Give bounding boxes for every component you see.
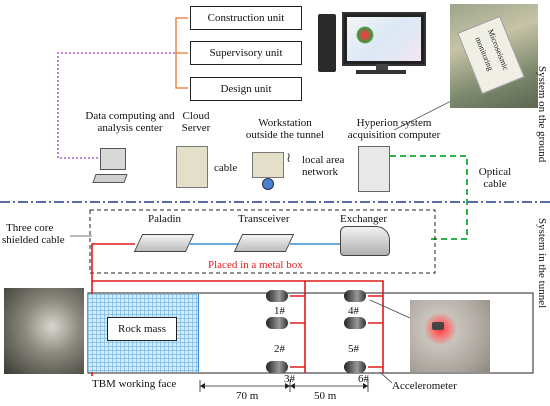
- antenna-icon: ≀: [286, 151, 292, 166]
- network-globe-icon: [262, 178, 274, 190]
- metal-box-label: Placed in a metal box: [208, 259, 303, 271]
- lan-line2: network: [302, 166, 339, 178]
- lan-line1: local area: [302, 154, 345, 166]
- ground-side-label: System on the ground: [536, 66, 548, 163]
- hyperion-line1: Hyperion system: [356, 117, 432, 129]
- microseismic-photo: Microseismic monitoring: [450, 4, 538, 108]
- design-unit-label: Design unit: [220, 83, 272, 95]
- tbm-face-label: TBM working face: [92, 378, 177, 390]
- sensor-2-label: 2#: [274, 343, 285, 355]
- data-center-keyboard-icon: [92, 174, 128, 183]
- keyboard-icon: [356, 70, 406, 74]
- paladin-device-icon: [133, 234, 195, 252]
- sensor-6-label: 6#: [358, 373, 369, 385]
- supervisory-unit-box: Supervisory unit: [190, 41, 302, 65]
- metal-box-outline: [89, 209, 436, 274]
- optical-line1: Optical: [478, 166, 512, 178]
- exchanger-label: Exchanger: [340, 213, 388, 225]
- tunnel-photo: [4, 288, 84, 374]
- design-unit-box: Design unit: [190, 77, 302, 101]
- accelerometer-label: Accelerometer: [392, 380, 457, 392]
- sensor-1-label: 1#: [274, 305, 285, 317]
- sensor-5-label: 5#: [348, 343, 359, 355]
- workstation-line1: Workstation: [258, 117, 312, 129]
- lan-label: local area network: [302, 154, 344, 178]
- cloud-line2: Server: [181, 122, 211, 134]
- org-bracket: [175, 17, 188, 89]
- construction-unit-label: Construction unit: [207, 12, 285, 24]
- rock-mass-region: [88, 294, 199, 372]
- monitor-stand-icon: [376, 64, 388, 70]
- workstation-icon: [252, 152, 284, 178]
- workstation-line2: outside the tunnel: [245, 129, 325, 141]
- cloud-server-icon: [176, 146, 208, 188]
- workstation-label: Workstation outside the tunnel: [236, 117, 334, 141]
- optical-line2: cable: [483, 178, 507, 190]
- cable-label: cable: [214, 162, 238, 174]
- data-center-line2: analysis center: [97, 122, 163, 134]
- desktop-monitor-icon: [342, 12, 426, 66]
- supervisory-unit-label: Supervisory unit: [209, 47, 283, 59]
- cloud-line1: Cloud: [182, 110, 210, 122]
- exchanger-device-icon: [340, 226, 390, 256]
- desktop-tower-icon: [318, 14, 336, 72]
- cloud-server-label: Cloud Server: [173, 110, 219, 134]
- three-core-label: Three core shielded cable: [2, 222, 65, 246]
- sensor-3-label: 3#: [284, 373, 295, 385]
- sensor-3-icon: [266, 361, 288, 373]
- sensor-4-label: 4#: [348, 305, 359, 317]
- rock-mass-box: Rock mass: [107, 317, 177, 341]
- three-core-line2: shielded cable: [2, 234, 65, 246]
- photo-inset-leader: [369, 299, 411, 319]
- rock-mass-label: Rock mass: [118, 323, 166, 335]
- distance-70-label: 70 m: [236, 390, 259, 402]
- distance-50-label: 50 m: [314, 390, 337, 402]
- tunnel-side-label: System in the tunnel: [536, 218, 548, 309]
- accelerometer-photo: [410, 300, 490, 372]
- data-center-label: Data computing and analysis center: [72, 110, 188, 134]
- three-core-line1: Three core: [6, 222, 54, 234]
- sensor-6-icon: [344, 361, 366, 373]
- sensor-1-icon: [266, 290, 288, 302]
- accelerometer-leader: [379, 371, 393, 384]
- paladin-label: Paladin: [148, 213, 181, 225]
- data-center-line1: Data computing and: [85, 110, 175, 122]
- hyperion-computer-icon: [358, 146, 390, 192]
- hyperion-line2: acquisition computer: [347, 129, 441, 141]
- purple-dotted-link: [57, 52, 175, 159]
- green-optical-link: [390, 155, 468, 240]
- sensor-5-icon: [344, 317, 366, 329]
- optical-cable-label: Optical cable: [470, 166, 520, 190]
- red-cable-network: [91, 243, 384, 376]
- sensor-4-icon: [344, 290, 366, 302]
- construction-unit-box: Construction unit: [190, 6, 302, 30]
- data-center-monitor-icon: [100, 148, 126, 170]
- transceiver-label: Transceiver: [238, 213, 290, 225]
- sensor-2-icon: [266, 317, 288, 329]
- hyperion-label: Hyperion system acquisition computer: [336, 117, 452, 141]
- transceiver-device-icon: [233, 234, 295, 252]
